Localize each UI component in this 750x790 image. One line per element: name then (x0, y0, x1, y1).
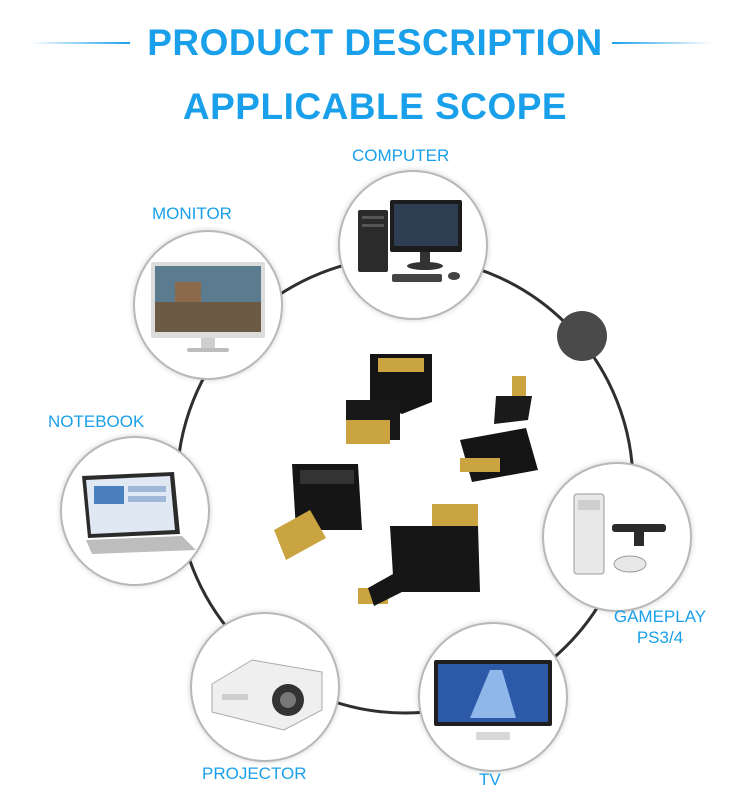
game-console-icon (573, 493, 666, 575)
title-rule-right (612, 42, 712, 44)
applicable-scope-title: APPLICABLE SCOPE (182, 86, 568, 127)
gameplay-label-line2: PS3/4 (636, 628, 684, 647)
gameplay-label-line1: GAMEPLAY (613, 607, 707, 626)
computer-label: COMPUTER (352, 146, 450, 165)
tv-icon (434, 660, 552, 740)
gameplay-label: GAMEPLAY PS3/4 (611, 606, 709, 648)
projector-node (190, 612, 340, 762)
notebook-label: NOTEBOOK (48, 412, 145, 431)
title-rule-left (30, 42, 130, 44)
notebook-node (60, 436, 210, 586)
monitor-label: MONITOR (152, 204, 232, 223)
swivel-mini-hdmi-adapter (460, 376, 538, 482)
tv-label: TV (479, 770, 501, 789)
monitor-node (133, 230, 283, 380)
laptop-icon (82, 472, 196, 554)
ring-dot (557, 311, 607, 361)
projector-label: PROJECTOR (202, 764, 307, 783)
desktop-computer-icon (358, 200, 462, 282)
right-angle-hdmi-adapter (346, 354, 432, 444)
product-description-title: PRODUCT DESCRIPTION (147, 22, 603, 63)
mini-hdmi-coupler (274, 464, 362, 560)
gameplay-node (542, 462, 692, 612)
monitor-icon (151, 262, 265, 352)
hdmi-adapter-set (274, 354, 538, 606)
micro-hdmi-adapter (358, 504, 480, 606)
tv-node (418, 622, 568, 772)
projector-icon (211, 659, 323, 731)
computer-node (338, 170, 488, 320)
